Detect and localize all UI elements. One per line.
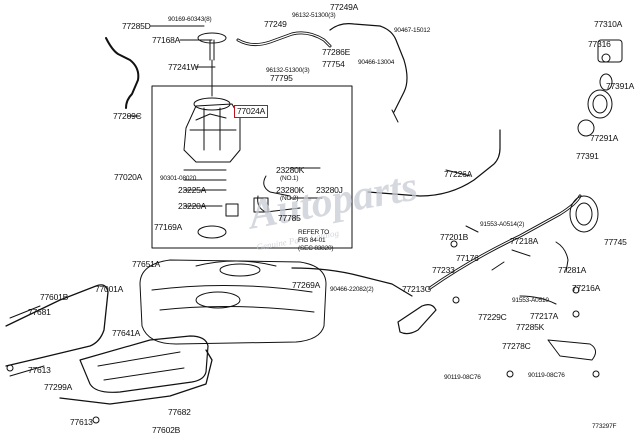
part-label[interactable]: 77391 <box>576 151 599 161</box>
tank-strap-left <box>5 284 109 367</box>
filler-cap-seat <box>569 195 599 233</box>
part-label[interactable]: 77249 <box>264 19 287 29</box>
part-label[interactable]: 77226A <box>444 169 473 179</box>
part-label[interactable]: 23280K <box>276 185 305 195</box>
tank-protector <box>79 335 209 393</box>
part-label[interactable]: 77269A <box>292 280 321 290</box>
part-label[interactable]: 77001A <box>95 284 124 294</box>
part-label[interactable]: 96132-51300(3) <box>292 12 336 19</box>
part-label[interactable]: 90301-08020 <box>160 175 197 182</box>
breather-tube <box>105 37 140 109</box>
part-label[interactable]: 77681 <box>28 307 51 317</box>
part-label[interactable]: 77286E <box>322 47 351 57</box>
refer-note-line-3: (SEC 83820) <box>298 245 334 252</box>
part-label[interactable]: 77176 <box>456 253 479 263</box>
part-label[interactable]: 90466-13004 <box>358 59 395 66</box>
refer-note-line-2[interactable]: FIG 84-01 <box>298 237 326 244</box>
part-label[interactable]: 90466-22082(2) <box>330 286 374 293</box>
fuel-tank <box>139 259 327 345</box>
pump-flange <box>197 32 227 44</box>
part-label[interactable]: 77281A <box>558 265 587 275</box>
part-label[interactable]: 77217A <box>530 311 559 321</box>
part-label[interactable]: 23225A <box>178 185 207 195</box>
part-label[interactable]: 77216A <box>572 283 601 293</box>
part-label[interactable]: 23220A <box>178 201 207 211</box>
part-label[interactable]: 77278C <box>502 341 531 351</box>
part-label[interactable]: 77168A <box>152 35 181 45</box>
part-label[interactable]: 77218A <box>510 236 539 246</box>
part-label[interactable]: 77201B <box>440 232 469 242</box>
part-label[interactable]: 77299A <box>44 382 73 392</box>
part-label[interactable]: 77613 <box>28 365 51 375</box>
part-label[interactable]: 77602B <box>152 425 181 435</box>
part-label[interactable]: 91553-A0514(2) <box>480 221 525 228</box>
part-label[interactable]: 77213G <box>402 284 432 294</box>
part-label[interactable]: 90119-08C76 <box>444 374 481 381</box>
part-label[interactable]: 77241W <box>168 62 199 72</box>
part-label[interactable]: 77020A <box>114 172 143 182</box>
part-label[interactable]: 77249A <box>330 2 359 12</box>
part-label[interactable]: 90467-15012 <box>394 27 431 34</box>
breather-line-right <box>367 129 501 197</box>
part-label[interactable]: 77229C <box>478 312 507 322</box>
part-label[interactable]: 23280J <box>316 185 343 195</box>
part-label[interactable]: 77233 <box>432 265 455 275</box>
part-label[interactable]: 77285D <box>122 21 151 31</box>
part-label[interactable]: 77285K <box>516 322 545 332</box>
part-label[interactable]: 77795 <box>270 73 293 83</box>
part-label[interactable]: 77209C <box>113 111 142 121</box>
evap-line <box>291 267 413 297</box>
part-label[interactable]: 77745 <box>604 237 627 247</box>
part-label[interactable]: 77682 <box>168 407 191 417</box>
part-label[interactable]: 90169-60343(8) <box>168 16 212 23</box>
refer-note-line-1: REFER TO <box>298 229 330 236</box>
part-label[interactable]: 77651A <box>132 259 161 269</box>
part-label[interactable]: 23280K <box>276 165 305 175</box>
part-label[interactable]: 77601B <box>40 292 69 302</box>
part-label[interactable]: 77613 <box>70 417 93 427</box>
part-label[interactable]: (NO.1) <box>280 175 299 182</box>
part-label[interactable]: 77754 <box>322 59 345 69</box>
fuel-pump-group-box <box>151 85 353 249</box>
part-label[interactable]: 77169A <box>154 222 183 232</box>
part-label[interactable]: 90119-08C76 <box>528 372 565 379</box>
fuel-pump-module <box>183 103 241 163</box>
figure-number: 773297F <box>592 423 617 430</box>
part-label[interactable]: 96132-51300(3) <box>266 67 310 74</box>
fuel-door <box>597 39 623 63</box>
highlighted-part-label[interactable]: 77024A <box>234 105 269 118</box>
part-label[interactable]: 77785 <box>278 213 301 223</box>
part-label[interactable]: 91553-A0510 <box>512 297 549 304</box>
part-label[interactable]: 77291A <box>590 133 619 143</box>
part-label[interactable]: (NO.2) <box>280 195 299 202</box>
part-label[interactable]: 77641A <box>112 328 141 338</box>
part-label[interactable]: 77310A <box>594 19 623 29</box>
part-label[interactable]: 77316 <box>588 39 611 49</box>
tank-strap-lower <box>59 349 213 405</box>
gasket <box>197 225 227 239</box>
fill-hose <box>397 304 437 335</box>
part-label[interactable]: 77391A <box>606 81 635 91</box>
